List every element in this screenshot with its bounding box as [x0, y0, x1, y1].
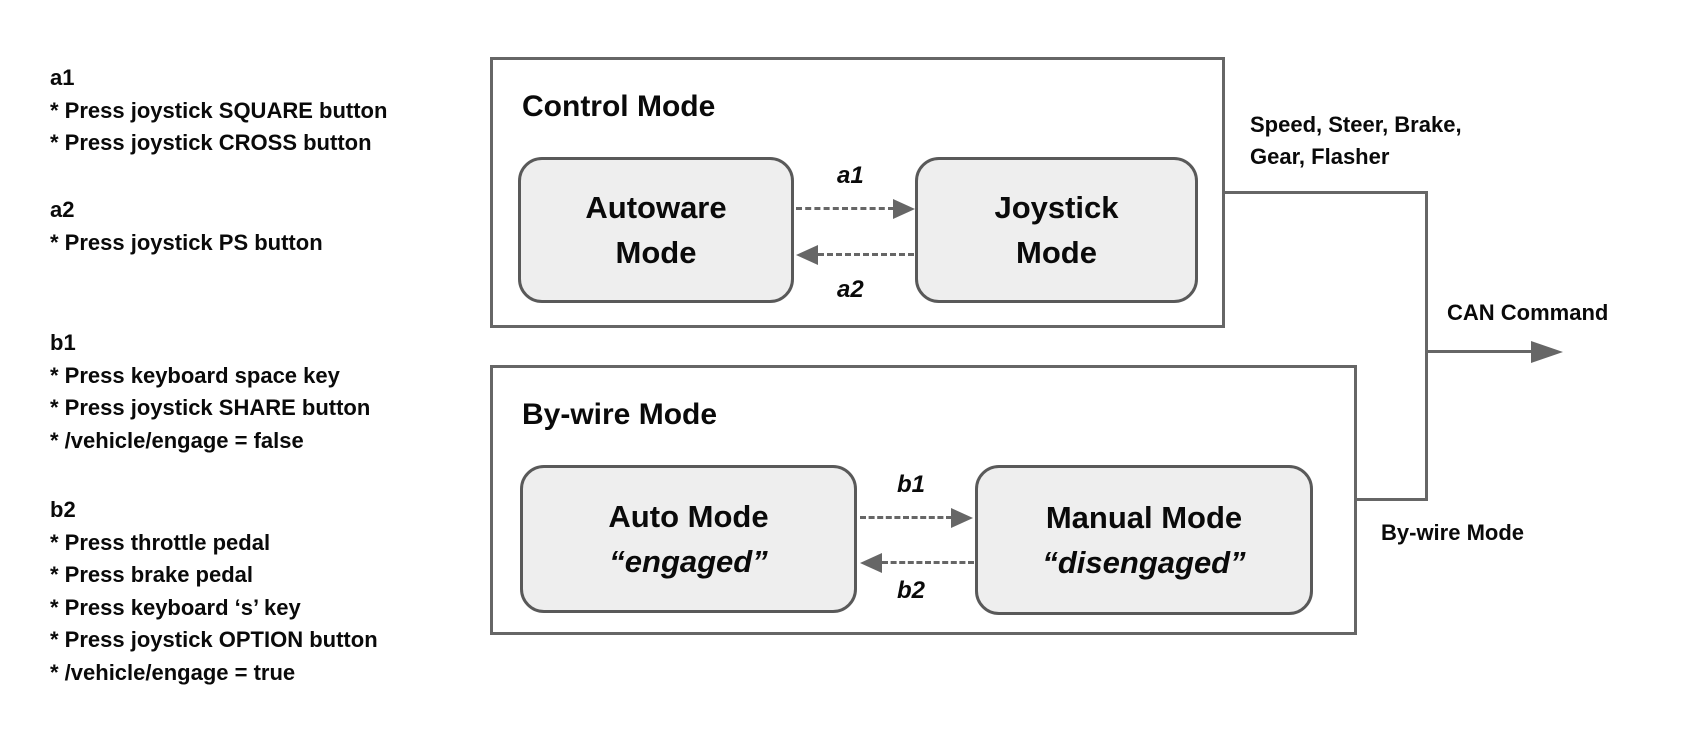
note-line: * Press brake pedal [50, 562, 254, 587]
connector-bywire-output [1357, 498, 1427, 501]
state-label-line: Autoware [585, 190, 727, 225]
transition-b2-label: b2 [897, 577, 926, 604]
signals-line: Speed, Steer, Brake, [1250, 112, 1462, 137]
note-line: * /vehicle/engage = false [50, 427, 304, 453]
arrowhead-left-icon [860, 553, 882, 573]
arrowhead-right-icon [893, 199, 915, 219]
note-line: * Press keyboard space key [50, 362, 340, 388]
transition-b1-label: b1 [897, 471, 926, 498]
transition-a2-label: a2 [837, 276, 864, 303]
state-auto-mode: Auto Mode “engaged” [520, 465, 857, 613]
note-line: * Press keyboard ‘s’ key [50, 594, 301, 620]
arrowhead-right-icon [951, 508, 973, 528]
state-label-line: Joystick [994, 190, 1119, 225]
note-line: * Press joystick SQUARE button [50, 97, 388, 123]
note-group-a1: a1 * Press joystick SQUARE button * Pres… [50, 62, 387, 160]
note-line: * Press joystick OPTION button [50, 627, 378, 652]
note-line: * /vehicle/engage = true [50, 659, 296, 685]
state-label-line: Mode [1016, 235, 1097, 270]
state-label-line: Auto Mode [608, 499, 769, 534]
control-mode-title: Control Mode [522, 90, 716, 123]
transition-a2-line [818, 253, 914, 256]
note-group-b1: b1 * Press keyboard space key * Press jo… [50, 327, 370, 457]
state-joystick-mode: Joystick Mode [915, 157, 1198, 303]
signals-label: Speed, Steer, Brake, Gear, Flasher [1250, 109, 1462, 173]
state-label-line: “engaged” [609, 544, 768, 579]
note-line: * Press throttle pedal [50, 529, 271, 555]
note-line: * Press joystick SHARE button [50, 395, 371, 420]
state-label-line: Mode [615, 235, 697, 270]
signals-line: Gear, Flasher [1250, 144, 1390, 169]
transition-b1-line [860, 516, 952, 519]
state-manual-mode: Manual Mode “disengaged” [975, 465, 1313, 615]
arrowhead-left-icon [796, 245, 818, 265]
can-command-arrow-line [1428, 350, 1532, 353]
transition-a1-label: a1 [837, 162, 864, 189]
transition-a1-line [796, 207, 894, 210]
state-autoware-mode: Autoware Mode [518, 157, 794, 303]
bywire-output-label: By-wire Mode [1381, 520, 1525, 545]
state-label-line: “disengaged” [1042, 545, 1246, 580]
bywire-mode-title: By-wire Mode [522, 398, 718, 431]
connector-can-riser [1425, 191, 1428, 501]
transition-b2-line [882, 561, 974, 564]
note-header: a1 [50, 65, 75, 90]
note-group-a2: a2 * Press joystick PS button [50, 194, 323, 259]
note-header: a2 [50, 197, 75, 222]
can-command-label: CAN Command [1447, 300, 1609, 325]
note-header: b2 [50, 497, 76, 522]
note-line: * Press joystick CROSS button [50, 130, 372, 155]
note-line: * Press joystick PS button [50, 229, 323, 255]
note-header: b1 [50, 330, 76, 355]
note-group-b2: b2 * Press throttle pedal * Press brake … [50, 494, 378, 689]
can-arrowhead-icon [1531, 341, 1563, 363]
connector-control-output [1225, 191, 1428, 194]
state-label-line: Manual Mode [1045, 500, 1243, 535]
